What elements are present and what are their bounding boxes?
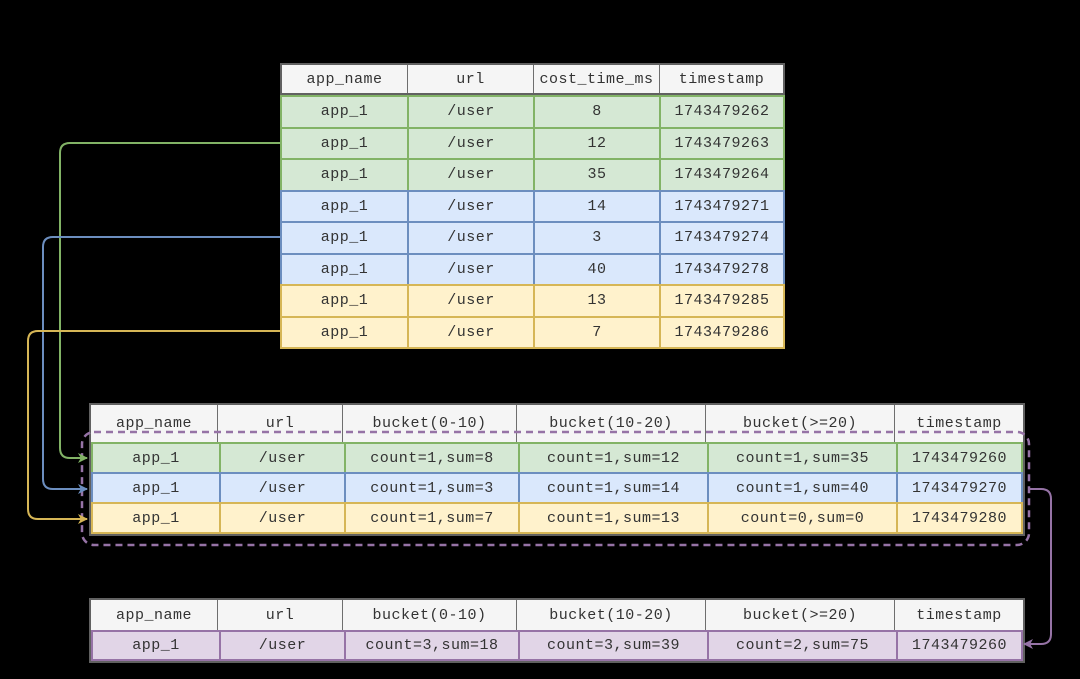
raw-row-yellow-2: app_1 /user 7 1743479286 xyxy=(280,315,785,349)
cell: /user xyxy=(407,160,533,190)
cell: app_1 xyxy=(320,134,369,152)
cell: 12 xyxy=(533,128,659,158)
cell: 1743479285 xyxy=(659,286,783,316)
cell: count=0,sum=0 xyxy=(707,504,896,532)
cell: count=1,sum=7 xyxy=(344,504,518,532)
cell: app_1 xyxy=(320,323,369,341)
cell: 1743479270 xyxy=(896,474,1021,502)
raw-header-cost-time-ms: cost_time_ms xyxy=(533,65,659,93)
raw-table-header-row: app_name url cost_time_ms timestamp xyxy=(280,63,785,95)
merged-header-url: url xyxy=(217,600,342,630)
merged-header-timestamp: timestamp xyxy=(894,600,1023,630)
cell: count=1,sum=13 xyxy=(518,504,707,532)
cell: app_1 xyxy=(320,103,369,121)
bucket-header-timestamp: timestamp xyxy=(894,405,1023,442)
raw-row-green-2: app_1 /user 12 1743479263 xyxy=(280,126,785,160)
cell: /user xyxy=(407,286,533,316)
cell: 1743479260 xyxy=(896,444,1021,472)
cell: 1743479280 xyxy=(896,504,1021,532)
merged-header-app-name: app_name xyxy=(115,606,192,624)
bucket-header-app-name: app_name xyxy=(115,415,192,432)
raw-row-yellow-1: app_1 /user 13 1743479285 xyxy=(280,284,785,318)
cell: count=1,sum=40 xyxy=(707,474,896,502)
bucket-header-bucket-10-20: bucket(10-20) xyxy=(516,405,705,442)
cell: app_1 xyxy=(320,197,369,215)
bucket-header-bucket-ge-20: bucket(>=20) xyxy=(705,405,894,442)
cell: count=1,sum=35 xyxy=(707,444,896,472)
cell: /user xyxy=(407,128,533,158)
merged-table-header-row: app_name url bucket(0-10) bucket(10-20) … xyxy=(91,600,1023,630)
raw-row-green-3: app_1 /user 35 1743479264 xyxy=(280,158,785,192)
cell: 1743479278 xyxy=(659,254,783,284)
cell: 35 xyxy=(533,160,659,190)
raw-header-app-name: app_name xyxy=(306,70,383,88)
cell: count=1,sum=8 xyxy=(344,444,518,472)
cell: 40 xyxy=(533,254,659,284)
raw-row-green-1: app_1 /user 8 1743479262 xyxy=(280,95,785,129)
cell: 13 xyxy=(533,286,659,316)
cell: /user xyxy=(219,474,344,502)
cell: 1743479271 xyxy=(659,191,783,221)
cell: count=3,sum=39 xyxy=(518,632,707,659)
cell: count=2,sum=75 xyxy=(707,632,896,659)
bucketed-table: app_name url bucket(0-10) bucket(10-20) … xyxy=(89,403,1025,536)
cell: /user xyxy=(407,223,533,253)
cell: /user xyxy=(407,317,533,347)
cell: 3 xyxy=(533,223,659,253)
cell: count=1,sum=14 xyxy=(518,474,707,502)
bucket-header-url: url xyxy=(217,405,342,442)
bucket-row-blue: app_1 /user count=1,sum=3 count=1,sum=14… xyxy=(91,472,1023,504)
bucket-row-yellow: app_1 /user count=1,sum=7 count=1,sum=13… xyxy=(91,502,1023,534)
merged-table: app_name url bucket(0-10) bucket(10-20) … xyxy=(89,598,1025,663)
cell: app_1 xyxy=(320,260,369,278)
raw-header-timestamp: timestamp xyxy=(659,65,783,93)
cell: 1743479274 xyxy=(659,223,783,253)
cell: 1743479264 xyxy=(659,160,783,190)
cell: count=1,sum=3 xyxy=(344,474,518,502)
raw-events-table: app_name url cost_time_ms timestamp app_… xyxy=(280,63,785,349)
cell: /user xyxy=(219,444,344,472)
raw-row-blue-1: app_1 /user 14 1743479271 xyxy=(280,189,785,223)
merged-header-bucket-10-20: bucket(10-20) xyxy=(516,600,705,630)
cell: /user xyxy=(407,97,533,127)
bucket-header-bucket-0-10: bucket(0-10) xyxy=(342,405,516,442)
cell: app_1 xyxy=(320,229,369,247)
cell: 1743479262 xyxy=(659,97,783,127)
raw-header-url: url xyxy=(407,65,533,93)
cell: app_1 xyxy=(320,166,369,184)
merged-row-purple: app_1 /user count=3,sum=18 count=3,sum=3… xyxy=(91,630,1023,661)
cell: 1743479263 xyxy=(659,128,783,158)
cell: count=3,sum=18 xyxy=(344,632,518,659)
bucket-table-header-row: app_name url bucket(0-10) bucket(10-20) … xyxy=(91,405,1023,442)
bucket-row-green: app_1 /user count=1,sum=8 count=1,sum=12… xyxy=(91,442,1023,474)
cell: /user xyxy=(407,254,533,284)
raw-row-blue-3: app_1 /user 40 1743479278 xyxy=(280,252,785,286)
merge-flow-arrow xyxy=(1023,488,1052,649)
cell: /user xyxy=(219,504,344,532)
cell: 7 xyxy=(533,317,659,347)
cell: /user xyxy=(407,191,533,221)
cell: app_1 xyxy=(132,479,180,497)
cell: 8 xyxy=(533,97,659,127)
raw-row-blue-2: app_1 /user 3 1743479274 xyxy=(280,221,785,255)
cell: /user xyxy=(219,632,344,659)
cell: app_1 xyxy=(132,509,180,527)
cell: 1743479260 xyxy=(896,632,1021,659)
merged-header-bucket-0-10: bucket(0-10) xyxy=(342,600,516,630)
cell: app_1 xyxy=(132,449,180,467)
cell: count=1,sum=12 xyxy=(518,444,707,472)
merged-header-bucket-ge-20: bucket(>=20) xyxy=(705,600,894,630)
cell: app_1 xyxy=(132,637,180,654)
cell: app_1 xyxy=(320,292,369,310)
cell: 14 xyxy=(533,191,659,221)
cell: 1743479286 xyxy=(659,317,783,347)
